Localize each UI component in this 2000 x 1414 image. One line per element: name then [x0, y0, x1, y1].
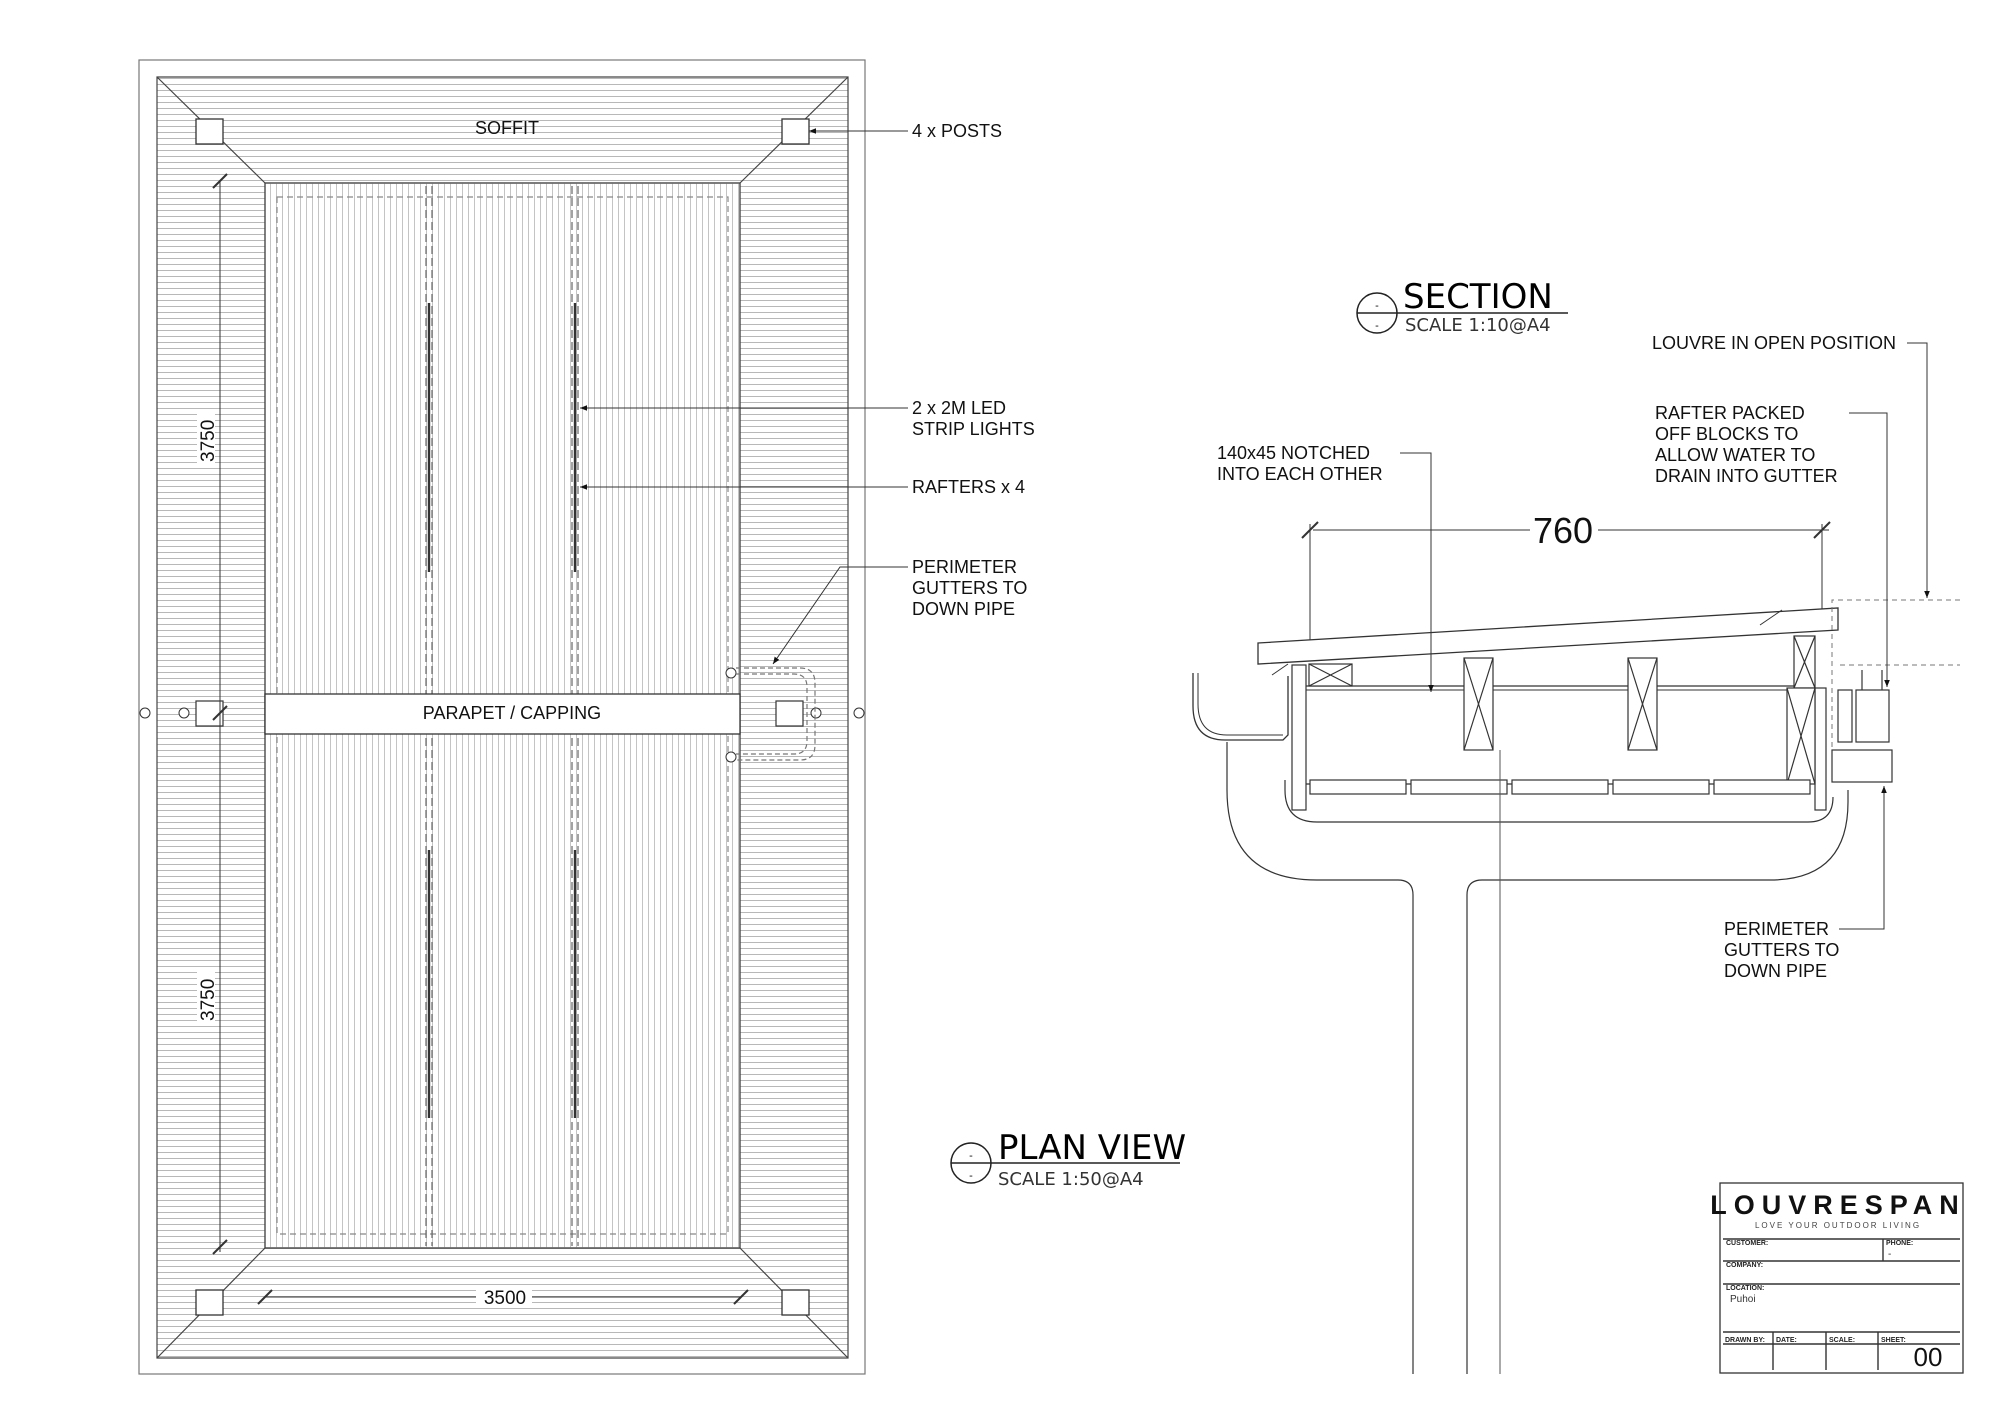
section-dim-760: 760 [1533, 510, 1593, 551]
callout-notched: 140x45 NOTCHED INTO EACH OTHER [1217, 443, 1383, 484]
svg-text:-: - [1375, 300, 1379, 312]
section-view: - - SECTION SCALE 1:10@A4 760 [1192, 277, 1960, 1374]
post [195, 118, 224, 145]
plan-view: PARAPET / CAPPING SOFFIT 3750 3750 [138, 59, 1186, 1375]
tagline: LOVE YOUR OUTDOOR LIVING [1755, 1221, 1921, 1230]
phone-value: - [1888, 1249, 1891, 1260]
post [781, 1289, 810, 1316]
svg-text:-: - [969, 1170, 973, 1182]
plan-outer-frame [138, 59, 866, 1375]
plan-scale-text: SCALE 1:50@A4 [998, 1169, 1144, 1190]
plan-dim-width: 3500 [484, 1288, 526, 1309]
plan-dim-bottom: 3750 [198, 979, 219, 1021]
section-title-text: SECTION [1403, 277, 1553, 317]
location-label: LOCATION: [1726, 1285, 1764, 1292]
callout-posts: 4 x POSTS [912, 121, 1002, 141]
callout-led: 2 x 2M LED STRIP LIGHTS [912, 398, 1035, 439]
callout-packed: RAFTER PACKED OFF BLOCKS TO ALLOW WATER … [1655, 403, 1838, 486]
drawn-label: DRAWN BY: [1725, 1337, 1765, 1344]
sheet-value: 00 [1914, 1342, 1943, 1372]
phone-label: PHONE: [1886, 1240, 1913, 1247]
svg-text:-: - [1375, 320, 1379, 332]
plan-title: - - PLAN VIEW SCALE 1:50@A4 [950, 1128, 1186, 1190]
plan-dimension-left [212, 173, 228, 1255]
callout-louvre: LOUVRE IN OPEN POSITION [1652, 333, 1896, 353]
parapet-label: PARAPET / CAPPING [423, 703, 601, 723]
svg-text:-: - [969, 1150, 973, 1162]
soffit-label: SOFFIT [475, 118, 539, 138]
callout-plan-gutters: PERIMETER GUTTERS TO DOWN PIPE [912, 557, 1032, 619]
section-title: - - SECTION SCALE 1:10@A4 [1356, 277, 1568, 336]
scale-label: SCALE: [1829, 1337, 1855, 1344]
led-strips [427, 303, 577, 1118]
post [195, 1289, 224, 1316]
callout-rafters: RAFTERS x 4 [912, 477, 1025, 497]
plan-title-text: PLAN VIEW [998, 1128, 1186, 1168]
plan-dim-top: 3750 [198, 420, 219, 462]
section-scale-text: SCALE 1:10@A4 [1405, 315, 1551, 336]
logo: LOUVRESPAN [1710, 1190, 1966, 1220]
title-block: LOUVRESPAN LOVE YOUR OUTDOOR LIVING CUST… [1710, 1182, 1966, 1374]
callout-section-gutters: PERIMETER GUTTERS TO DOWN PIPE [1724, 919, 1844, 981]
date-label: DATE: [1776, 1337, 1797, 1344]
parapet-band [264, 693, 741, 735]
company-label: COMPANY: [1726, 1262, 1763, 1269]
sheet-label: SHEET: [1881, 1337, 1906, 1344]
post [781, 118, 810, 145]
customer-label: CUSTOMER: [1726, 1240, 1768, 1247]
location-value: Puhoi [1730, 1294, 1756, 1305]
